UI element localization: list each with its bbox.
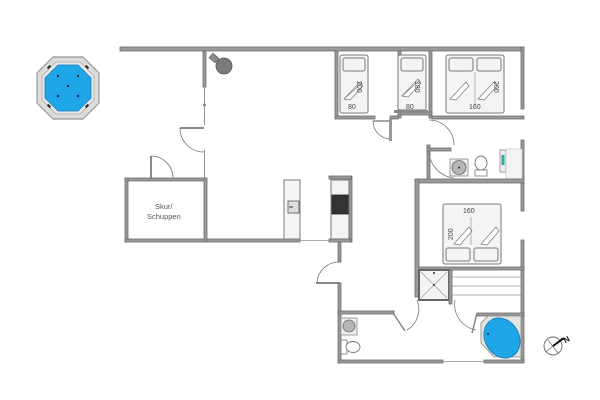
bed-width-label: 80 [406, 104, 414, 111]
bed-single-1: 200 80 [339, 54, 369, 114]
bed-double-1: 200 160 [445, 54, 505, 114]
bed-width-label: 160 [469, 104, 481, 111]
shed-label-line2: Schuppen [147, 212, 181, 221]
toilet-icon [474, 155, 488, 177]
toilet-icon [340, 339, 361, 355]
wall-bottom-right [483, 359, 525, 364]
wall-right-upper [520, 46, 525, 110]
cooktop-icon [331, 194, 350, 215]
bed-single-2: 180 80 [397, 54, 427, 111]
wall-bedroom2-3-divider [428, 50, 433, 119]
kitchen-counter-cooktop [328, 175, 353, 243]
compass-north-label: N [562, 334, 572, 345]
bed-width-label: 80 [348, 104, 356, 111]
entrance-door[interactable] [316, 261, 340, 284]
terrace-door[interactable] [179, 127, 205, 153]
wall-top [119, 46, 525, 52]
wall-bottom-left [337, 359, 444, 364]
wall-divider [202, 50, 207, 88]
bedroom-1-door[interactable] [372, 119, 392, 141]
spa-bathtub-icon [480, 315, 522, 359]
hot-tub-icon [36, 56, 100, 120]
washbasin-icon [340, 317, 358, 336]
wall-bedroom1-bottom [334, 115, 376, 120]
bedroom-2-door[interactable] [428, 119, 455, 146]
bed-length-label: 200 [448, 228, 455, 240]
wall-bath-left [337, 282, 342, 364]
wall-bedroom1-left [334, 50, 339, 119]
shower-icon [418, 269, 450, 301]
shed-room: Skur/ Schuppen [124, 155, 301, 243]
wall-bedroom4-bottom [418, 266, 525, 271]
bed-length-label: 200 [492, 81, 499, 93]
wall-bedroom4-left [414, 178, 420, 298]
bed-length-label: 180 [413, 81, 420, 93]
wall-bedroom3-bottom [431, 115, 525, 120]
shed-label-line1: Skur/ [155, 202, 173, 211]
wood-stove-icon [208, 52, 233, 75]
bed-width-label: 160 [463, 208, 475, 215]
bed-length-label: 200 [355, 81, 362, 93]
compass-icon: N [543, 334, 572, 356]
wall-bath-top [337, 310, 395, 315]
bed-double-2: 160 200 [442, 203, 502, 265]
washbasin-icon [449, 158, 469, 177]
kitchen-counter-sink [283, 179, 301, 240]
wall-bedroom4-top [414, 178, 525, 184]
